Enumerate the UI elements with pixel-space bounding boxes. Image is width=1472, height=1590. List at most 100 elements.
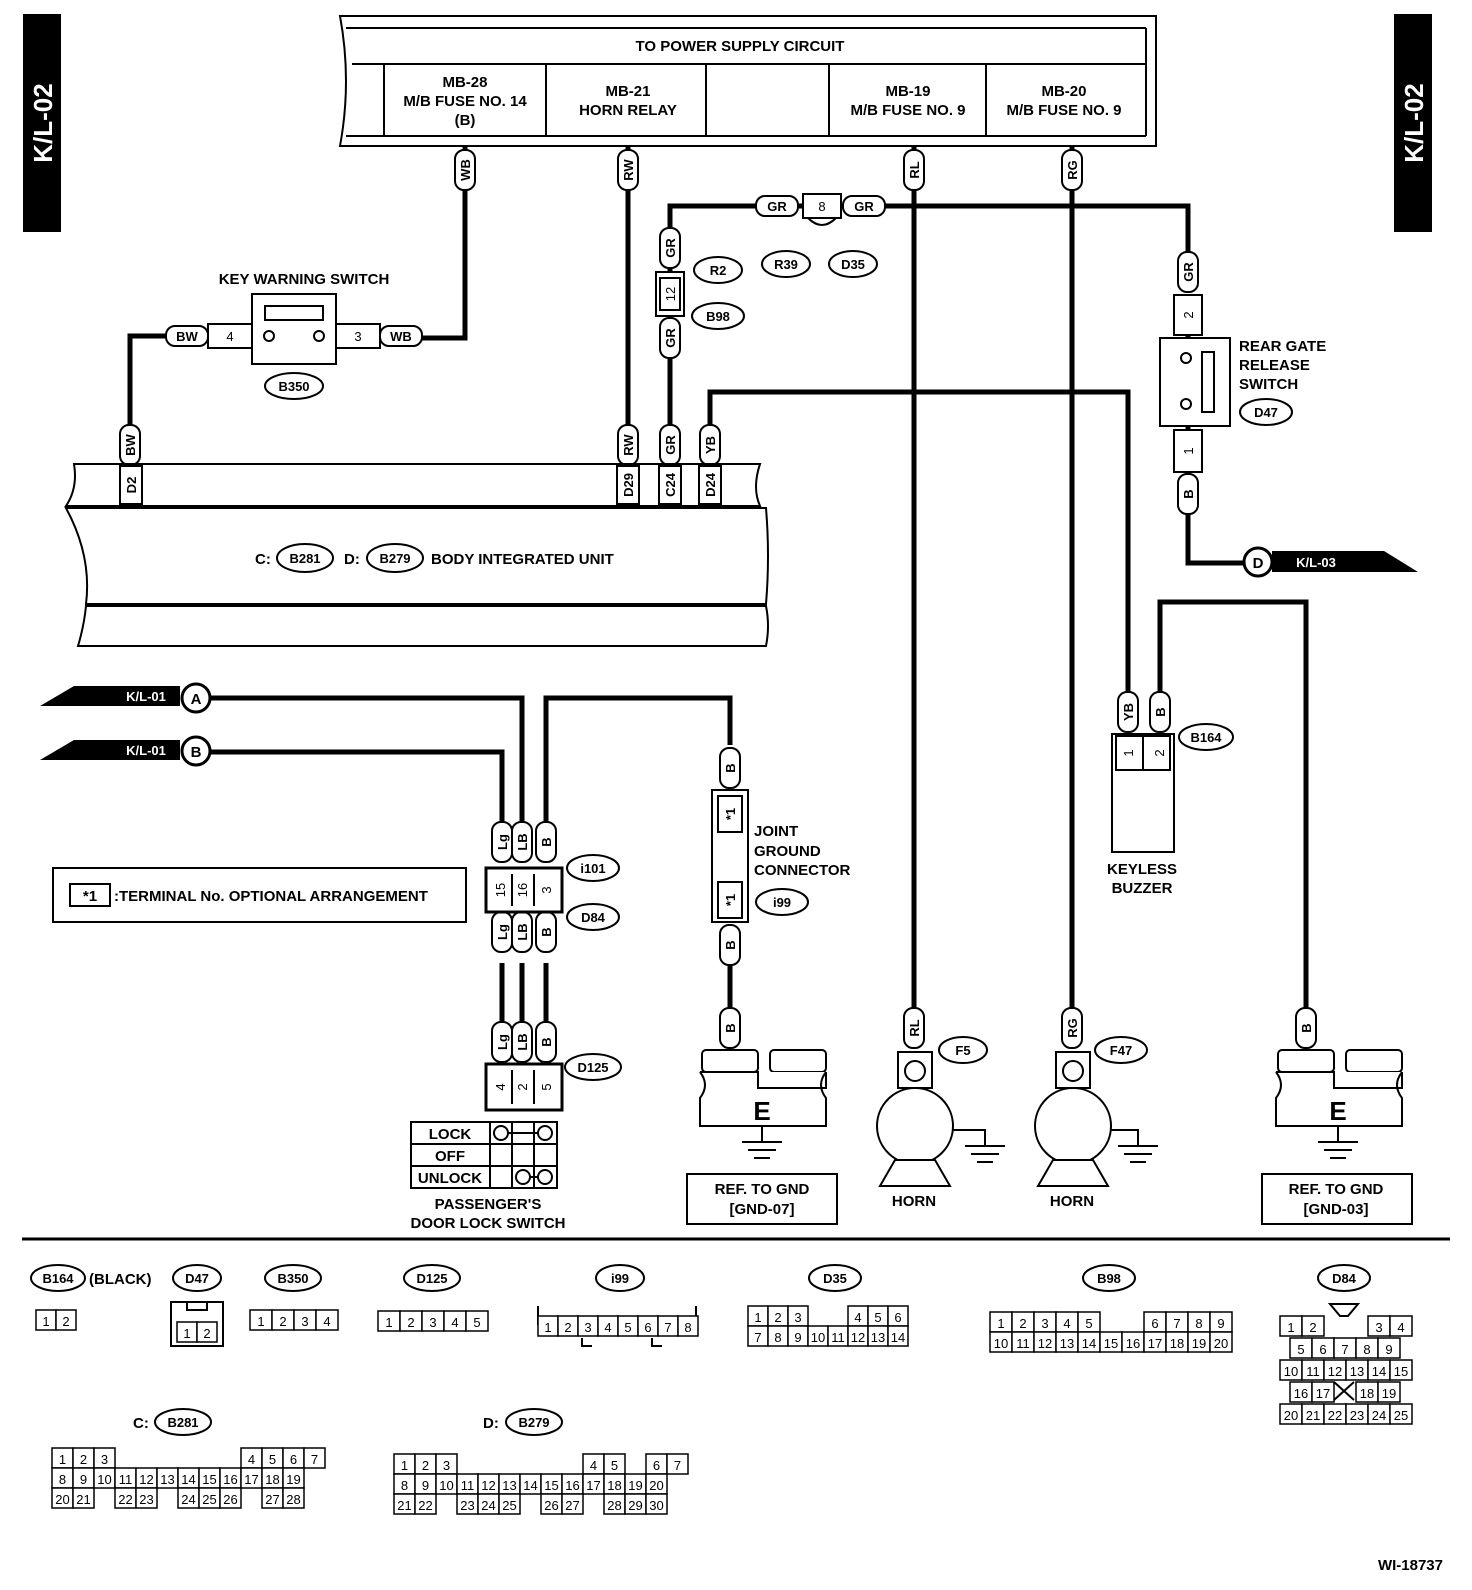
wire-tag-b-ground-1: B (719, 1007, 741, 1049)
face-b281-pin-23 (135, 1487, 158, 1509)
face-b281-pin-28-label: 28 (286, 1492, 300, 1507)
svg-text:B281: B281 (289, 551, 320, 566)
face-b279-pin-18-label: 18 (607, 1478, 621, 1493)
switch-off: OFF (435, 1148, 465, 1165)
wire-tag-gr-1: GR (659, 227, 681, 269)
svg-text:LB: LB (515, 923, 530, 940)
svg-text:1: 1 (1121, 749, 1136, 756)
wire-tag-lb-3: LB (511, 1021, 533, 1063)
wire-tag-gr-h1: GR (755, 195, 799, 217)
ground-2: E REF. TO GND [GND-03] (1261, 1049, 1413, 1225)
face-b279-pin-4-label: 4 (590, 1458, 597, 1473)
power-cell-5-line2: M/B FUSE NO. 9 (1006, 102, 1121, 119)
key-warning-switch: KEY WARNING SWITCH B350 (219, 271, 389, 400)
face-d84-pin-2 (1301, 1315, 1325, 1337)
ground-1-gnd: [GND-07] (729, 1201, 794, 1218)
face-b281-pin-3-label: 3 (101, 1452, 108, 1467)
face-d84-pin-2-label: 2 (1309, 1320, 1316, 1335)
face-b279-pin-21-label: 21 (397, 1498, 411, 1513)
face-b281-pin-24-label: 24 (181, 1492, 195, 1507)
face-b350-pin-4-label: 4 (323, 1314, 330, 1329)
conn-r39: R39 (761, 250, 811, 278)
page-tab-right: K/L-02 (1394, 14, 1432, 232)
svg-text:B: B (1153, 707, 1168, 716)
face-b279-pin-2-label: 2 (422, 1458, 429, 1473)
biu-title: BODY INTEGRATED UNIT (431, 551, 614, 568)
svg-text:5: 5 (539, 1083, 554, 1090)
power-cell-4-line1: MB-19 (885, 83, 930, 100)
svg-text:R2: R2 (710, 263, 727, 278)
svg-text:YB: YB (1121, 703, 1136, 721)
rear-gate-line1: REAR GATE (1239, 338, 1326, 355)
face-i99-pin-7-label: 7 (664, 1320, 671, 1335)
face-d84-pin-18-label: 18 (1360, 1386, 1374, 1401)
face-b279-pin-25-label: 25 (502, 1498, 516, 1513)
rear-gate-release-switch: REAR GATE RELEASE SWITCH D47 (1159, 337, 1326, 427)
wire-tag-gr-4: GR (659, 424, 681, 466)
joint-line1: JOINT (754, 823, 798, 840)
face-b98-pin-3-label: 3 (1041, 1316, 1048, 1331)
wire-tag-rl: RL (903, 149, 925, 191)
joint-line3: CONNECTOR (754, 862, 851, 879)
svg-text:B: B (723, 763, 738, 772)
svg-text:4: 4 (493, 1083, 508, 1090)
rear-gate-line2: RELEASE (1239, 357, 1310, 374)
face-d125-pin-1-label: 1 (385, 1315, 392, 1330)
svg-text:i99: i99 (773, 895, 791, 910)
face-i99-pin-8 (677, 1315, 699, 1337)
power-cell-1-line1: MB-28 (442, 74, 487, 91)
face-d125-pin-2-label: 2 (407, 1315, 414, 1330)
face-b350-pin-4 (315, 1309, 339, 1331)
face-i99-pin-6-label: 6 (644, 1320, 651, 1335)
svg-text:K/L-01: K/L-01 (126, 689, 166, 704)
face-b279-pin-15-label: 15 (544, 1478, 558, 1493)
face-b279-pin-6-label: 6 (653, 1458, 660, 1473)
face-b164-pin-1-label: 1 (42, 1314, 49, 1329)
svg-text:GR: GR (767, 199, 787, 214)
pin-box-12: 12 (655, 271, 685, 317)
face-b98-pin-16-label: 16 (1126, 1336, 1140, 1351)
face-d47-pin-1-label: 1 (183, 1326, 190, 1341)
face-b281-pin-17-label: 17 (244, 1472, 258, 1487)
face-d35-pin-4-label: 4 (854, 1310, 861, 1325)
face-d84-pin-22-label: 22 (1328, 1408, 1342, 1423)
svg-text:i99: i99 (611, 1271, 629, 1286)
svg-text:GR: GR (854, 199, 874, 214)
wire-tag-b-2: B (535, 911, 557, 953)
face-d84-pin-7-label: 7 (1341, 1342, 1348, 1357)
legend-i99: i99 (595, 1264, 645, 1292)
svg-text:B350: B350 (278, 379, 309, 394)
svg-text:Lg: Lg (495, 1034, 510, 1050)
wire-tag-b-rear: B (1177, 473, 1199, 515)
biu-terminal-d29: D29 (616, 465, 640, 505)
face-d84-pin-25 (1389, 1403, 1413, 1425)
face-b279-pin-27 (561, 1493, 584, 1515)
face-b281-pin-6-label: 6 (290, 1452, 297, 1467)
face-b98-pin-13-label: 13 (1060, 1336, 1074, 1351)
svg-text:A: A (191, 691, 202, 708)
conn-b279: B279 (366, 543, 424, 573)
svg-text:B281: B281 (167, 1415, 198, 1430)
svg-text:WB: WB (390, 329, 412, 344)
wire-tag-lb-1: LB (511, 821, 533, 863)
buzzer-line2: BUZZER (1112, 880, 1173, 897)
face-i99-key-right (651, 1338, 662, 1347)
svg-text:GR: GR (663, 238, 678, 258)
face-b98-pin-4-label: 4 (1063, 1316, 1070, 1331)
face-b279-pin-11-label: 11 (461, 1478, 475, 1493)
face-b279-pin-9-label: 9 (422, 1478, 429, 1493)
svg-text:BW: BW (176, 329, 198, 344)
face-b281-pin-19-label: 19 (286, 1472, 300, 1487)
note-text: :TERMINAL No. OPTIONAL ARRANGEMENT (114, 888, 428, 905)
face-d35-pin-6-label: 6 (894, 1310, 901, 1325)
svg-text:WB: WB (458, 159, 473, 181)
svg-text:D: D (1253, 555, 1264, 572)
figure-id: WI-18737 (1378, 1557, 1443, 1574)
face-d84-pin-1-label: 1 (1287, 1320, 1294, 1335)
svg-text:LB: LB (515, 1033, 530, 1050)
svg-text:R39: R39 (774, 257, 798, 272)
face-d84-pin-9 (1377, 1337, 1401, 1359)
legend-d84: D84 (1317, 1264, 1371, 1292)
wire-tag-rw-2: RW (617, 424, 639, 466)
face-b350-pin-1-label: 1 (257, 1314, 264, 1329)
